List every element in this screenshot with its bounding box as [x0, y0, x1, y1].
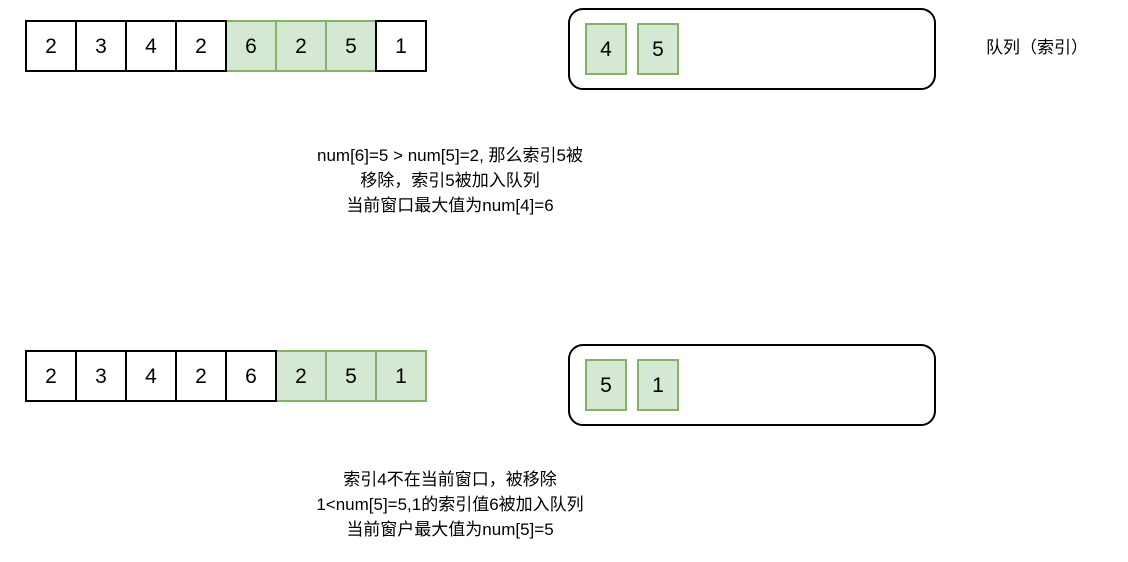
queue-container-step-1: 4 5 — [568, 8, 936, 90]
queue-item: 4 — [585, 23, 627, 75]
array-cell-highlighted: 2 — [275, 20, 327, 72]
caption-line: num[6]=5 > num[5]=2, 那么索引5被 — [317, 146, 583, 165]
array-cell: 2 — [25, 350, 77, 402]
queue-item: 5 — [637, 23, 679, 75]
array-cell-highlighted: 2 — [275, 350, 327, 402]
array-cell-highlighted: 5 — [325, 350, 377, 402]
array-cell-highlighted: 6 — [225, 20, 277, 72]
queue-legend-label: 队列（索引） — [986, 38, 1088, 57]
array-cell: 3 — [75, 20, 127, 72]
array-cell: 2 — [175, 350, 227, 402]
queue-item: 5 — [585, 359, 627, 411]
queue-container-step-2: 5 1 — [568, 344, 936, 426]
caption-line: 1<num[5]=5,1的索引值6被加入队列 — [316, 495, 584, 514]
array-step-2: 2 3 4 2 6 2 5 1 — [25, 350, 427, 402]
array-cell: 1 — [375, 20, 427, 72]
array-cell-highlighted: 5 — [325, 20, 377, 72]
caption-line: 当前窗口最大值为num[4]=6 — [346, 196, 554, 215]
array-cell: 4 — [125, 350, 177, 402]
array-cell: 4 — [125, 20, 177, 72]
array-cell: 2 — [175, 20, 227, 72]
caption-line: 当前窗户最大值为num[5]=5 — [346, 520, 554, 539]
array-cell: 6 — [225, 350, 277, 402]
caption-line: 索引4不在当前窗口，被移除 — [343, 470, 557, 489]
array-cell: 3 — [75, 350, 127, 402]
queue-item: 1 — [637, 359, 679, 411]
caption-step-1: num[6]=5 > num[5]=2, 那么索引5被 移除，索引5被加入队列 … — [0, 143, 900, 218]
caption-line: 移除，索引5被加入队列 — [360, 171, 540, 190]
caption-step-2: 索引4不在当前窗口，被移除 1<num[5]=5,1的索引值6被加入队列 当前窗… — [0, 467, 900, 542]
array-step-1: 2 3 4 2 6 2 5 1 — [25, 20, 427, 72]
array-cell: 2 — [25, 20, 77, 72]
array-cell-highlighted: 1 — [375, 350, 427, 402]
